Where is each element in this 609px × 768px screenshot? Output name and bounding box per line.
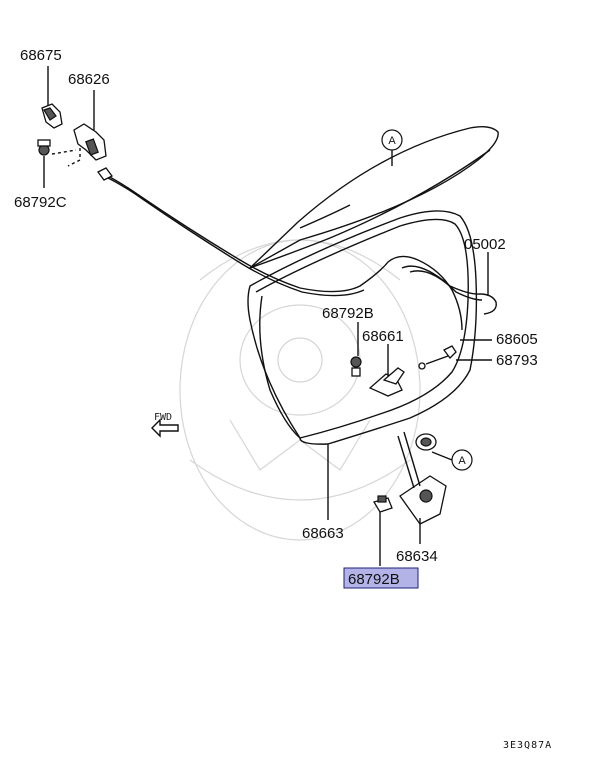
latch-assembly (397, 431, 447, 525)
label-05002[interactable]: 05002 (464, 236, 506, 253)
leader-lines (43, 66, 492, 566)
release-cable (103, 173, 497, 331)
fwd-arrow: FWD (151, 412, 179, 438)
label-68792b-highlighted[interactable]: 68792B (348, 571, 400, 588)
drawing-code: 3E3Q87A (503, 740, 552, 751)
label-68605[interactable]: 68605 (496, 331, 538, 348)
label-68793[interactable]: 68793 (496, 352, 538, 369)
label-68792b-top[interactable]: 68792B (322, 305, 374, 322)
label-68675[interactable]: 68675 (20, 47, 62, 64)
label-68626[interactable]: 68626 (68, 71, 110, 88)
trunk-lid (249, 125, 499, 269)
label-68663[interactable]: 68663 (302, 525, 344, 542)
lock-lever-assembly (350, 345, 457, 397)
svg-text:A: A (458, 455, 466, 467)
svg-text:A: A (388, 135, 396, 147)
hinge-assembly (37, 103, 113, 181)
label-68661[interactable]: 68661 (362, 328, 404, 345)
highlight-box (343, 567, 419, 589)
reference-marker-top: A (381, 129, 403, 166)
bolt-68792b (373, 495, 393, 513)
label-68792c[interactable]: 68792C (14, 194, 67, 211)
svg-text:FWD: FWD (154, 412, 172, 423)
weatherstrip-seal (247, 210, 478, 445)
label-68634[interactable]: 68634 (396, 548, 438, 565)
reference-marker-right: A (431, 449, 473, 471)
